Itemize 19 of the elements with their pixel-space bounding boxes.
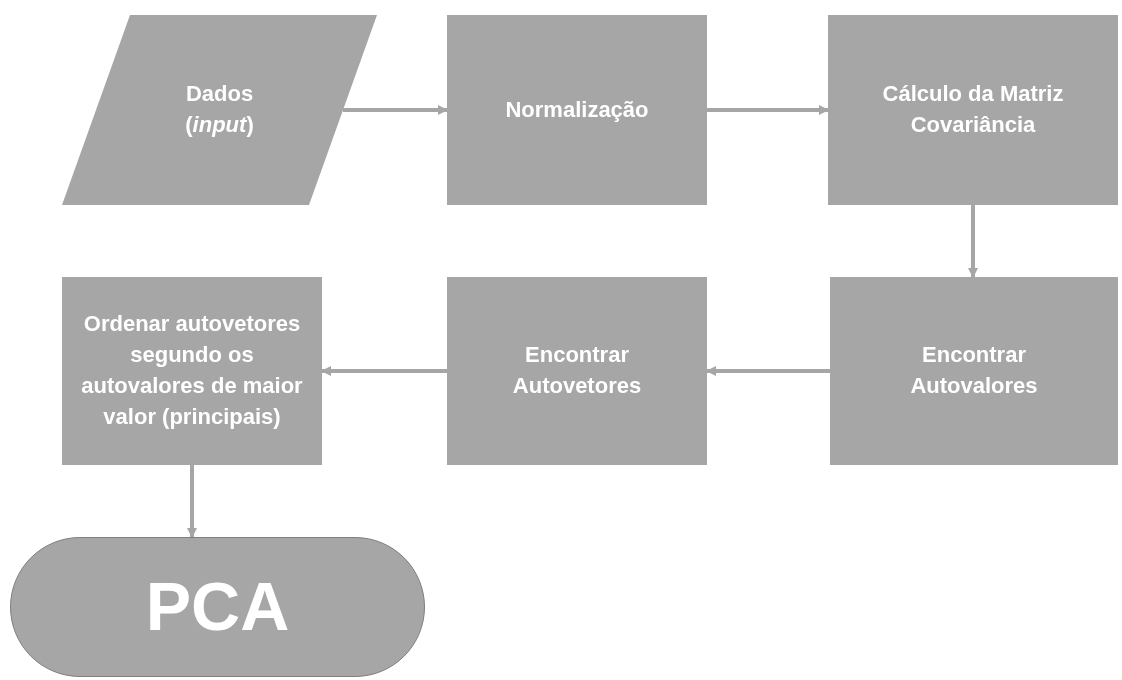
process-box: [62, 277, 322, 465]
arrow: [343, 105, 448, 115]
terminal-label: PCA: [144, 567, 291, 647]
arrow: [968, 205, 978, 278]
step-label: Cálculo da Matriz Covariância: [881, 80, 1065, 139]
process-box: [828, 15, 1118, 205]
step-label: Dados (input): [184, 80, 255, 139]
process-box: [447, 277, 707, 465]
arrow: [187, 465, 197, 538]
data-input-parallelogram: [62, 15, 377, 205]
step-label: Encontrar Autovetores: [511, 341, 643, 400]
arrow: [706, 366, 830, 376]
process-box: [830, 277, 1118, 465]
step-label: Ordenar autovetores segundo os autovalores de maior valor (principais): [80, 310, 304, 431]
arrow: [707, 105, 829, 115]
arrow: [321, 366, 447, 376]
step-label: Normalização: [504, 95, 650, 124]
process-box: [447, 15, 707, 205]
step-label: Encontrar Autovalores: [909, 341, 1039, 400]
